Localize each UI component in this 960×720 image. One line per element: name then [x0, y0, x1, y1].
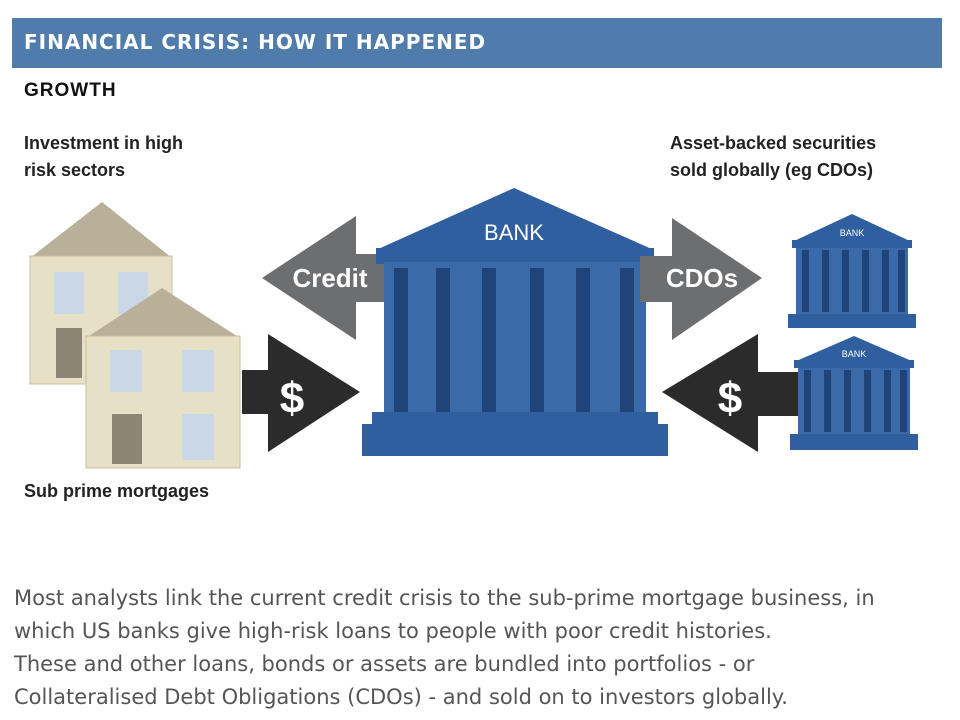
bottom-caption: Sub prime mortgages [24, 481, 210, 501]
small-bank-label: BANK [840, 228, 865, 238]
dollar-arrow-from-investors: $ [662, 334, 798, 452]
page-title: FINANCIAL CRISIS: HOW IT HAPPENED [24, 30, 487, 54]
right-caption-line: sold globally (eg CDOs) [670, 160, 874, 180]
left-caption: Investment in high risk sectors [24, 130, 244, 184]
crisis-diagram: Credit $ BANK CDOs $ [29, 188, 918, 469]
dollar-arrow-to-bank: $ [242, 334, 360, 452]
credit-label: Credit [292, 263, 367, 293]
left-caption-line: risk sectors [24, 160, 126, 180]
description-line: Collateralised Debt Obligations (CDOs) -… [14, 685, 788, 709]
house-icon [85, 288, 241, 469]
cdos-label: CDOs [666, 263, 738, 293]
right-caption-line: Asset-backed securities [670, 133, 877, 153]
description-paragraph: Most analysts link the current credit cr… [14, 582, 944, 714]
small-bank-label: BANK [842, 349, 867, 359]
description-line: These and other loans, bonds or assets a… [14, 652, 755, 676]
small-bank-icon: BANK [790, 336, 918, 450]
left-caption-line: Investment in high [24, 133, 184, 153]
dollar-icon: $ [280, 374, 304, 423]
bank-icon: BANK [362, 188, 668, 456]
credit-arrow: Credit [262, 216, 392, 340]
cdos-arrow: CDOs [640, 218, 762, 340]
description-line: Most analysts link the current credit cr… [14, 586, 875, 610]
description-line: which US banks give high-risk loans to p… [14, 619, 772, 643]
section-title: GROWTH [24, 80, 117, 101]
right-caption: Asset-backed securities sold globally (e… [670, 130, 930, 184]
bank-label: BANK [484, 220, 544, 245]
dollar-icon: $ [718, 374, 742, 423]
small-bank-icon: BANK [788, 214, 916, 328]
header-bar: FINANCIAL CRISIS: HOW IT HAPPENED [12, 18, 942, 68]
